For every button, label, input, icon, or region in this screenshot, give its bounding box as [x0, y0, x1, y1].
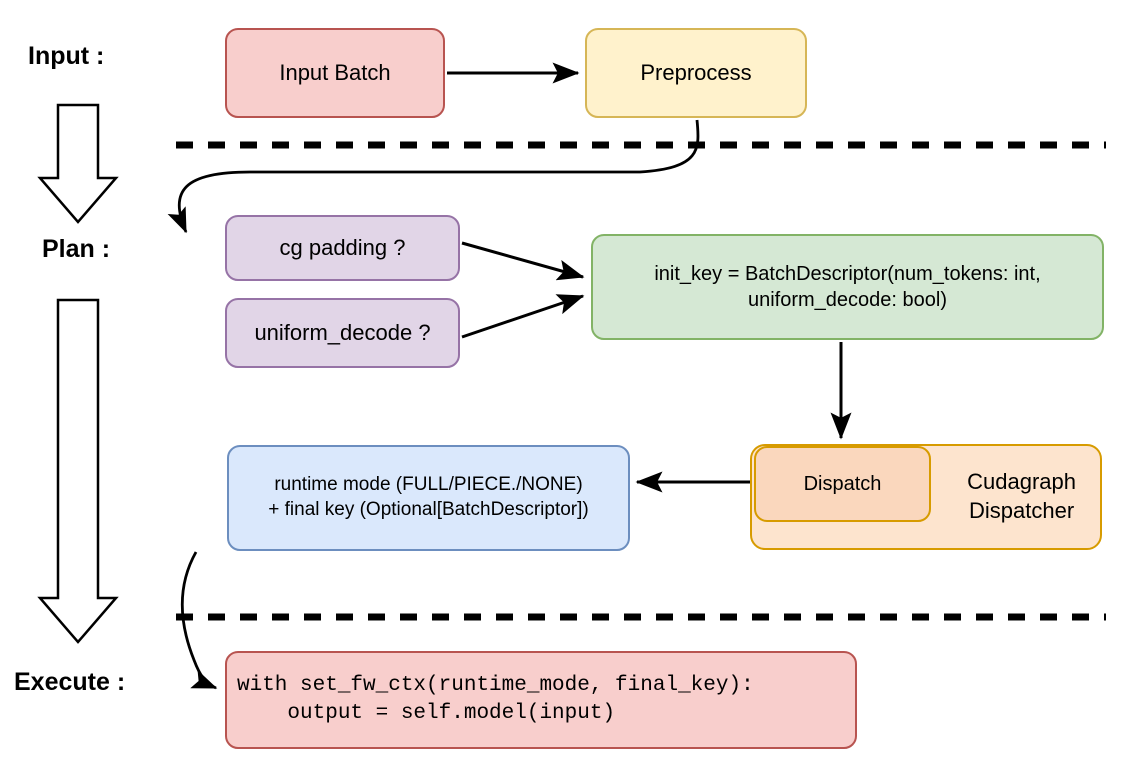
node-runtime-mode-label: runtime mode (FULL/PIECE./NONE) + final …: [268, 474, 589, 520]
stage-label-input: Input :: [28, 42, 105, 70]
node-cg-padding-label: cg padding ?: [279, 234, 406, 260]
stage-arrow-plan-to-execute: [37, 298, 119, 644]
node-cudagraph-dispatcher-label: Cudagraph Dispatcher: [967, 469, 1076, 523]
node-init-key[interactable]: init_key = BatchDescriptor(num_tokens: i…: [591, 234, 1104, 340]
edge-runtime-mode-to-execute-code: [180, 551, 218, 690]
node-input-batch[interactable]: Input Batch: [225, 28, 445, 118]
edge-cg-padding-to-init-key: [461, 241, 585, 281]
node-dispatch[interactable]: Dispatch: [754, 446, 931, 522]
node-dispatch-label: Dispatch: [803, 473, 882, 495]
edge-uniform-decode-to-init-key: [461, 294, 585, 339]
stage-arrow-input-to-plan: [37, 103, 119, 224]
node-preprocess[interactable]: Preprocess: [585, 28, 807, 118]
node-execute-code[interactable]: with set_fw_ctx(runtime_mode, final_key)…: [225, 651, 857, 749]
node-uniform-decode[interactable]: uniform_decode ?: [225, 298, 460, 368]
node-execute-code-label: with set_fw_ctx(runtime_mode, final_key)…: [237, 673, 754, 725]
node-input-batch-label: Input Batch: [279, 59, 391, 85]
node-cg-padding[interactable]: cg padding ?: [225, 215, 460, 281]
node-uniform-decode-label: uniform_decode ?: [254, 319, 431, 345]
node-init-key-label: init_key = BatchDescriptor(num_tokens: i…: [654, 263, 1041, 311]
stage-label-plan: Plan :: [42, 235, 111, 263]
stage-label-execute: Execute :: [14, 668, 126, 696]
node-preprocess-label: Preprocess: [640, 59, 752, 85]
node-runtime-mode[interactable]: runtime mode (FULL/PIECE./NONE) + final …: [227, 445, 630, 551]
